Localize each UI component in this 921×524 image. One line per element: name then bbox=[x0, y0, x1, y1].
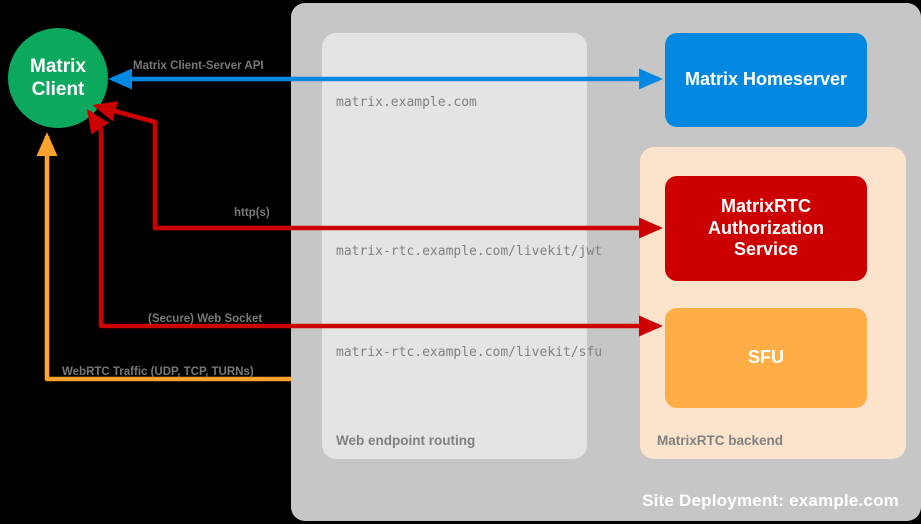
edge-label-matrix-client-server-api: Matrix Client-Server API bbox=[133, 60, 264, 72]
container-web-endpoint-routing: matrix.example.com matrix-rtc.example.co… bbox=[322, 33, 602, 459]
node-matrix-client-label: Matrix Client bbox=[30, 55, 86, 100]
node-matrix-homeserver[interactable]: Matrix Homeserver bbox=[665, 33, 867, 127]
edge-label-http-s: http(s) bbox=[234, 207, 270, 219]
web-endpoint-routing-label: Web endpoint routing bbox=[336, 433, 476, 448]
node-matrixrtc-authorization-service[interactable]: MatrixRTC Authorization Service bbox=[665, 176, 867, 281]
node-sfu[interactable]: SFU bbox=[665, 308, 867, 408]
node-sfu-label: SFU bbox=[748, 347, 784, 368]
endpoint-livekit-sfu: matrix-rtc.example.com/livekit/sfu bbox=[336, 345, 603, 360]
node-matrixrtc-authorization-service-label: MatrixRTC Authorization Service bbox=[708, 195, 824, 260]
edge-label-webrtc-traffic: WebRTC Traffic (UDP, TCP, TURNs) bbox=[62, 366, 254, 378]
edge-label-secure-web-socket: (Secure) Web Socket bbox=[148, 313, 263, 325]
node-matrix-homeserver-label: Matrix Homeserver bbox=[684, 69, 848, 90]
site-deployment-title: Site Deployment: example.com bbox=[642, 491, 899, 510]
node-matrix-client[interactable]: Matrix Client bbox=[8, 28, 108, 128]
matrixrtc-backend-label: MatrixRTC backend bbox=[657, 433, 784, 448]
endpoint-livekit-jwt: matrix-rtc.example.com/livekit/jwt bbox=[336, 244, 603, 259]
endpoint-matrix-example-com: matrix.example.com bbox=[336, 95, 477, 110]
